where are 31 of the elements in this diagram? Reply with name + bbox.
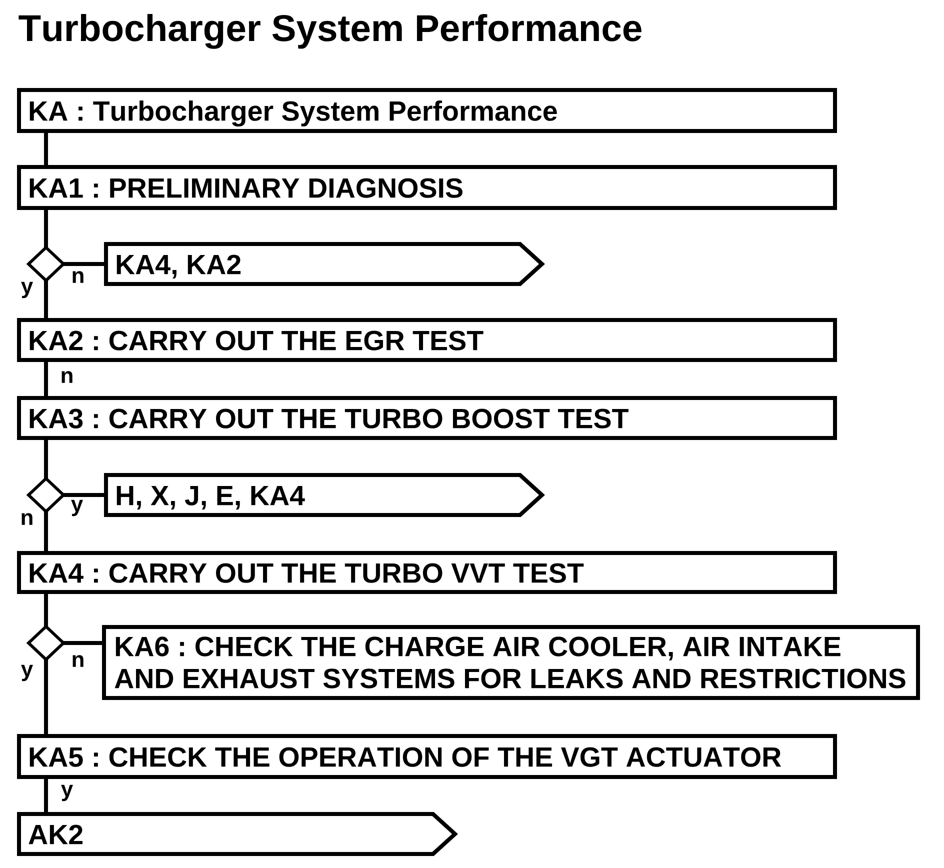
step-box: KA : Turbocharger System Performance bbox=[17, 88, 837, 133]
connector-line bbox=[44, 512, 48, 553]
connector-line bbox=[44, 360, 48, 398]
connector-line bbox=[44, 208, 48, 248]
step-box: KA4 : CARRY OUT THE TURBO VVT TEST bbox=[17, 551, 837, 594]
edge-label: n bbox=[18, 512, 36, 526]
step-box: KA6 : CHECK THE CHARGE AIR COOLER, AIR INTAKE AND EXHAUST SYSTEMS FOR LEAKS AND RESTRICTIONS bbox=[102, 625, 920, 700]
connector-line bbox=[44, 131, 48, 167]
connector-line bbox=[44, 777, 48, 814]
edge-label: y bbox=[20, 664, 34, 682]
edge-label: y bbox=[70, 498, 84, 518]
edge-label: n bbox=[70, 270, 86, 284]
connector-line bbox=[44, 438, 48, 478]
step-box: KA1 : PRELIMINARY DIAGNOSIS bbox=[17, 165, 837, 210]
connector-line bbox=[44, 660, 48, 736]
step-box: KA5 : CHECK THE OPERATION OF THE VGT ACTUATOR bbox=[17, 734, 837, 779]
pointer-box: AK2 bbox=[17, 812, 458, 856]
title: Turbocharger System Performance bbox=[18, 14, 642, 49]
edge-label: y bbox=[60, 784, 74, 802]
connector-line bbox=[64, 262, 106, 266]
step-box: KA2 : CARRY OUT THE EGR TEST bbox=[17, 318, 837, 362]
step-box: KA3 : CARRY OUT THE TURBO BOOST TEST bbox=[17, 396, 837, 440]
edge-label: n bbox=[70, 654, 86, 668]
connector-line bbox=[64, 493, 106, 497]
pointer-box: H, X, J, E, KA4 bbox=[104, 473, 545, 517]
connector-line bbox=[64, 641, 104, 645]
pointer-box: KA4, KA2 bbox=[104, 242, 545, 286]
connector-line bbox=[44, 280, 48, 320]
connector-line bbox=[44, 592, 48, 626]
edge-label: y bbox=[20, 280, 34, 300]
edge-label: n bbox=[58, 370, 76, 384]
